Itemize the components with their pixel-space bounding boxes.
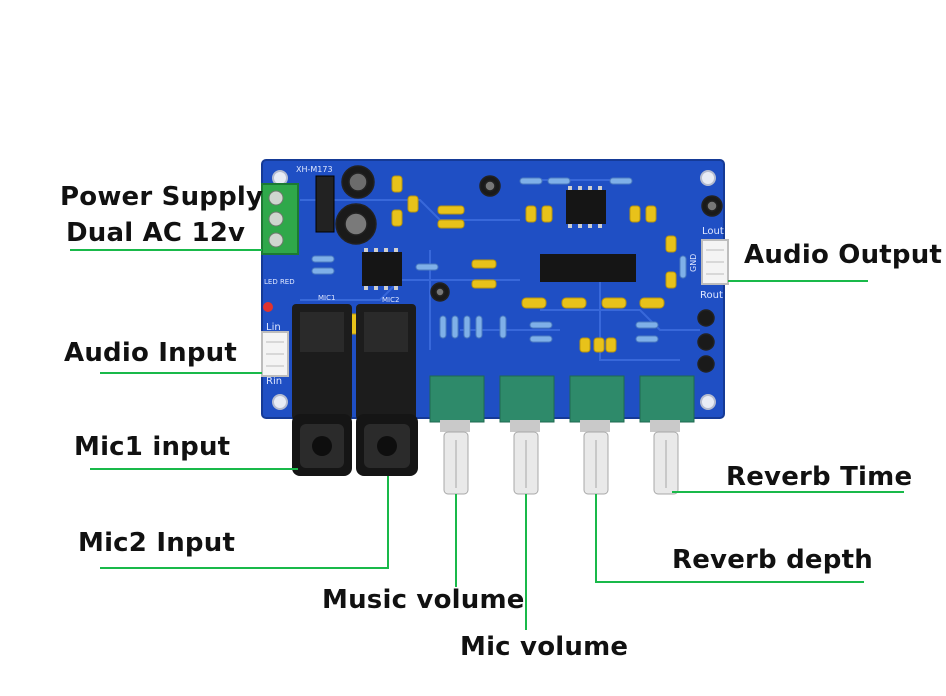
board-lout-text: Lout: [702, 226, 724, 237]
board-rin-text: Rin: [266, 376, 282, 387]
leader-mic2: [100, 476, 389, 569]
board-mic2-text: MIC2: [382, 296, 399, 304]
board-mic1-text: MIC1: [318, 294, 335, 302]
label-dual-ac: Dual AC 12v: [66, 218, 246, 248]
ic-chips: [362, 186, 636, 290]
board-rout-text: Rout: [700, 290, 723, 301]
pot-music-volume: [429, 375, 485, 495]
pot-reverb-depth: [569, 375, 625, 495]
leader-reverb-depth: [595, 494, 864, 583]
audio-output-header: [701, 239, 729, 285]
board-lin-text: Lin: [266, 322, 281, 333]
label-reverb-time: Reverb Time: [726, 462, 913, 492]
label-music-volume: Music volume: [322, 585, 525, 615]
mic2-jack: [356, 304, 418, 476]
label-mic1-input: Mic1 input: [74, 432, 231, 462]
led-indicator: [263, 302, 273, 312]
label-audio-output: Audio Output: [744, 240, 943, 270]
capacitors-electrolytic: [335, 165, 723, 373]
audio-input-header: [261, 331, 289, 377]
board-led-text: LED RED: [264, 278, 295, 286]
board-gnd-text: GND: [689, 254, 698, 272]
voltage-regulator: [315, 175, 335, 233]
pot-mic-volume: [499, 375, 555, 495]
label-power-supply: Power Supply: [60, 182, 264, 212]
label-reverb-depth: Reverb depth: [672, 545, 873, 575]
label-mic-volume: Mic volume: [460, 632, 629, 662]
power-terminal: [261, 183, 299, 255]
mic1-jack: [292, 304, 352, 476]
pot-reverb-time: [639, 375, 695, 495]
label-mic2-input: Mic2 Input: [78, 528, 236, 558]
board-model-text: XH-M173: [296, 165, 333, 174]
capacitors-film: [347, 175, 677, 353]
resistors: [311, 177, 687, 343]
label-audio-input: Audio Input: [64, 338, 238, 368]
